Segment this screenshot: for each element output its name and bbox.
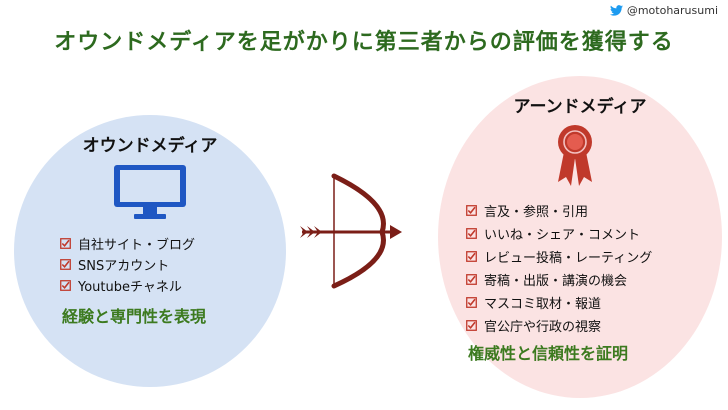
checkbox-icon [466,297,477,308]
list-item-label: 言及・参照・引用 [484,201,588,220]
owned-media-note: 経験と専門性を表現 [62,303,206,327]
owned-media-list: 自社サイト・ブログ SNSアカウント Youtubeチャネル [60,233,195,296]
owned-media-title: オウンドメディア [14,131,286,156]
award-ribbon-icon [556,122,594,188]
checkbox-icon [466,205,477,216]
list-item-label: マスコミ取材・報道 [484,293,601,312]
checkbox-icon [60,280,71,291]
checkbox-icon [466,274,477,285]
monitor-icon [112,163,188,221]
list-item-label: SNSアカウント [78,255,169,274]
list-item-label: 自社サイト・ブログ [78,234,195,253]
list-item: マスコミ取材・報道 [466,291,652,314]
list-item: 言及・参照・引用 [466,199,652,222]
list-item: Youtubeチャネル [60,275,195,296]
list-item-label: 寄稿・出版・講演の機会 [484,270,627,289]
bow-and-arrow-icon [296,170,408,290]
checkbox-icon [60,238,71,249]
twitter-bird-icon [610,5,623,16]
list-item-label: いいね・シェア・コメント [484,224,640,243]
page-title: オウンドメディアを足がかりに第三者からの評価を獲得する [0,24,728,56]
earned-media-list: 言及・参照・引用 いいね・シェア・コメント レビュー投稿・レーティング 寄稿・出… [466,199,652,337]
list-item: レビュー投稿・レーティング [466,245,652,268]
list-item: いいね・シェア・コメント [466,222,652,245]
list-item: SNSアカウント [60,254,195,275]
list-item: 自社サイト・ブログ [60,233,195,254]
author-credit: @motoharusumi [610,4,718,17]
list-item: 官公庁や行政の視察 [466,314,652,337]
checkbox-icon [60,259,71,270]
list-item-label: レビュー投稿・レーティング [484,247,652,266]
checkbox-icon [466,228,477,239]
earned-media-title: アーンドメディア [438,92,722,117]
checkbox-icon [466,251,477,262]
arrow-icon [300,225,402,239]
earned-media-note: 権威性と信頼性を証明 [468,340,628,364]
list-item-label: 官公庁や行政の視察 [484,316,601,335]
list-item-label: Youtubeチャネル [78,276,182,295]
credit-handle: @motoharusumi [627,4,718,17]
list-item: 寄稿・出版・講演の機会 [466,268,652,291]
checkbox-icon [466,320,477,331]
